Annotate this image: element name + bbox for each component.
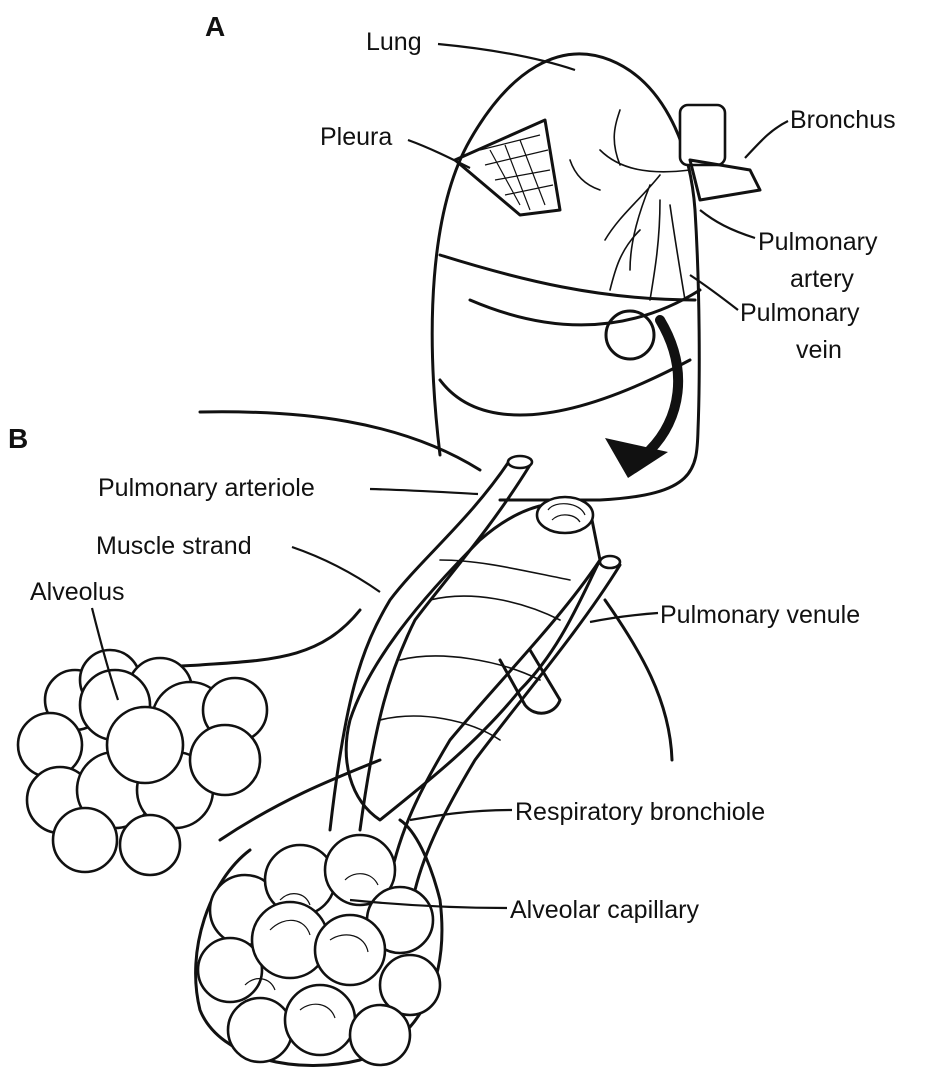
label-pulmonary-vein-line1: Pulmonary: [740, 299, 860, 327]
panel-a-label: A: [205, 11, 225, 42]
label-respiratory-bronchiole: Respiratory bronchiole: [515, 798, 765, 826]
label-pulmonary-artery-line2: artery: [790, 265, 854, 293]
panel-b-label: B: [8, 423, 28, 454]
label-pulmonary-arteriole: Pulmonary arteriole: [98, 474, 315, 502]
label-alveolar-capillary: Alveolar capillary: [510, 896, 699, 924]
lung-illustration: [432, 54, 760, 500]
label-bronchus: Bronchus: [790, 106, 896, 134]
label-pulmonary-venule: Pulmonary venule: [660, 601, 860, 629]
label-pleura: Pleura: [320, 123, 392, 151]
alveolar-sac-lower: [196, 820, 442, 1066]
label-pulmonary-artery-line1: Pulmonary: [758, 228, 878, 256]
bronchiole-illustration: [18, 412, 672, 1066]
label-pulmonary-vein-line2: vein: [796, 336, 842, 364]
label-lung: Lung: [366, 28, 422, 56]
label-muscle-strand: Muscle strand: [96, 532, 252, 560]
label-alveolus: Alveolus: [30, 578, 125, 606]
alveolar-sac-left: [18, 650, 267, 875]
